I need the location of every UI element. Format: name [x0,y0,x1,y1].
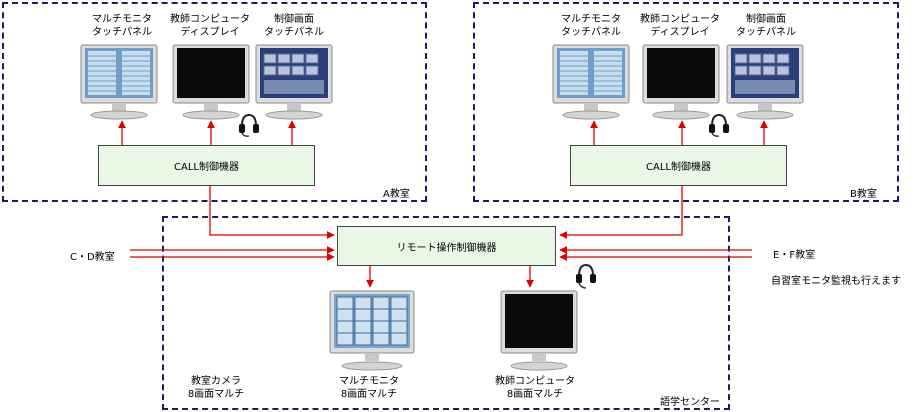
remote-controller: リモート操作制御機器 [337,226,556,266]
room-b-headset-icon [709,113,729,137]
room-a-control-panel-icon [255,44,333,120]
room-a-teacher-display-icon [172,44,250,120]
cd-classroom-label: C・D教室 [70,252,115,263]
center-headset-icon [576,263,596,289]
center-multi-monitor-icon [329,290,415,371]
room-a-headset-icon [239,113,259,137]
language-center-label: 語学センター [660,397,720,408]
room-b-multi-monitor-icon [552,44,630,120]
room-b-multi-monitor-label: マルチモニタタッチパネル [561,14,621,38]
room-b-teacher-display-icon [642,44,720,120]
room-b-teacher-display-label: 教師コンピュータディスプレイ [640,14,720,38]
room-a-call-controller: CALL制御機器 [98,145,315,186]
room-a-multi-monitor-label: マルチモニタタッチパネル [92,14,152,38]
room-a-teacher-display-label: 教師コンピュータディスプレイ [170,14,250,38]
ef-classroom-label: E・F教室 [773,250,816,261]
room-b-call-controller: CALL制御機器 [570,145,787,186]
self-study-note: 自習室モニタ監視も行えます [771,276,901,287]
room-b-label: B教室 [850,189,877,200]
room-b-control-panel-label: 制御画面タッチパネル [736,14,796,38]
room-b-frame [473,2,899,202]
room-a-frame [2,2,427,202]
room-a-label: A教室 [383,189,410,200]
link-b-remote [559,186,683,239]
room-a-control-panel-label: 制御画面タッチパネル [264,14,324,38]
language-center-frame [162,216,730,410]
center-teacher-pc-icon [500,290,578,371]
room-b-control-panel-icon [726,44,804,120]
link-a-remote [209,186,335,239]
room-a-multi-monitor-icon [80,44,158,120]
